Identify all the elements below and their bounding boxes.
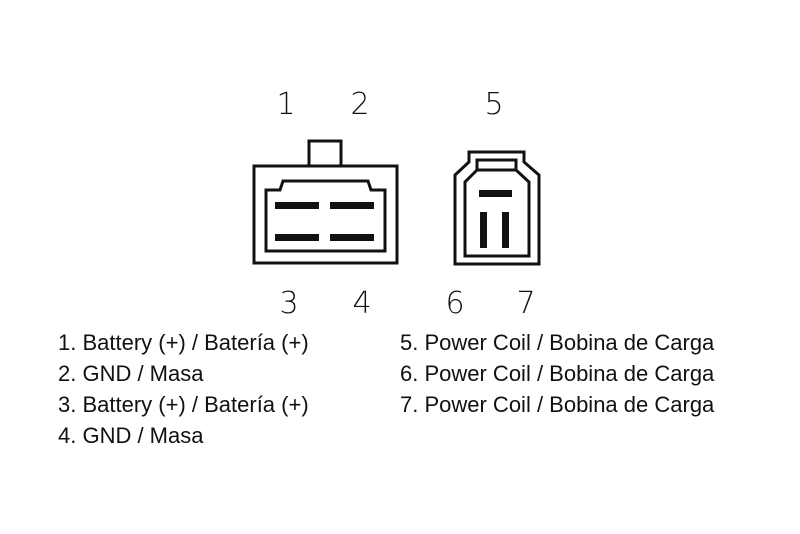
terminal-5 [479, 190, 512, 197]
connector-3-pin-terminals [479, 190, 512, 248]
connector-4-pin-terminals [275, 202, 374, 241]
terminal-1 [275, 202, 319, 209]
connector-4-pin-inner-wall [264, 179, 387, 253]
terminal-7 [502, 212, 509, 248]
connector-3-pin-inner-wall [463, 158, 531, 258]
pin-label-6: 6 [445, 286, 464, 321]
legend-item: 1. Battery (+) / Batería (+) [58, 330, 309, 355]
terminal-6 [480, 212, 487, 248]
legend-right-column: 5. Power Coil / Bobina de Carga 6. Power… [400, 327, 714, 420]
pin-label-4: 4 [352, 286, 371, 321]
legend-item: 3. Battery (+) / Batería (+) [58, 392, 309, 417]
connector-3-pin [453, 150, 541, 266]
legend-item: 6. Power Coil / Bobina de Carga [400, 361, 715, 386]
terminal-2 [330, 202, 374, 209]
pin-label-1: 1 [276, 87, 295, 122]
legend-item: 4. GND / Masa [58, 423, 204, 448]
pin-label-2: 2 [350, 87, 369, 122]
legend-item: 2. GND / Masa [58, 361, 204, 386]
terminal-3 [275, 234, 319, 241]
legend-left-column: 1. Battery (+) / Batería (+) 2. GND / Ma… [58, 327, 309, 451]
connector-3-pin-housing [453, 150, 541, 266]
legend-item: 5. Power Coil / Bobina de Carga [400, 330, 715, 355]
pin-label-5: 5 [484, 87, 503, 122]
connector-4-pin [252, 139, 399, 265]
pin-label-3: 3 [279, 286, 298, 321]
connector-4-pin-latch [307, 139, 343, 168]
terminal-4 [330, 234, 374, 241]
legend-item: 7. Power Coil / Bobina de Carga [400, 392, 715, 417]
pin-label-7: 7 [516, 286, 535, 321]
